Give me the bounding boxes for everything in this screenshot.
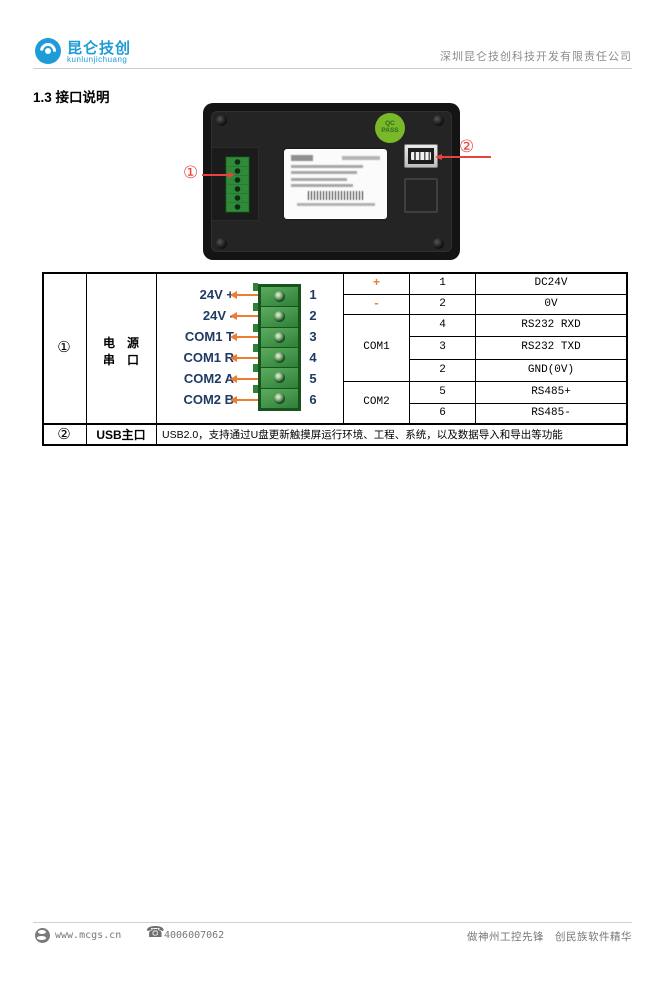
com1-cell: COM1 (363, 341, 390, 353)
grid-line (42, 272, 628, 274)
pin-label: COM2 B (183, 392, 234, 407)
callout-1-line (202, 171, 235, 178)
company-name: 深圳昆仑技创科技开发有限责任公司 (440, 51, 632, 63)
grid-line (343, 294, 628, 295)
pin-label: COM1 R (183, 350, 234, 365)
arrow-icon (230, 291, 258, 299)
desc-cell: GND(0V) (527, 364, 575, 376)
screw-icon (433, 238, 444, 249)
grid-line (409, 359, 628, 360)
pin-number: 3 (309, 329, 317, 344)
qc-pass-text: PASS (381, 127, 399, 134)
grid-line (343, 381, 628, 382)
barcode (307, 191, 364, 200)
pin-cell: 2 (439, 364, 446, 376)
desc-cell: 0V (544, 298, 558, 310)
footer-divider (33, 922, 632, 923)
grid-line (343, 314, 628, 315)
qc-pass-sticker: QC PASS (375, 113, 405, 143)
arrow-icon (230, 396, 258, 404)
desc-cell: DC24V (534, 277, 568, 289)
pin-cell: 3 (439, 341, 446, 353)
website-text: www.mcgs.cn (55, 930, 122, 941)
row1-index: ① (57, 339, 71, 356)
globe-icon (35, 928, 50, 943)
com2-cell: COM2 (363, 396, 390, 408)
arrow-icon (230, 375, 258, 383)
grid-line (86, 272, 87, 446)
logo-icon (35, 38, 61, 64)
arrow-icon (230, 354, 258, 362)
arrow-icon (230, 312, 258, 320)
screw-icon (216, 238, 227, 249)
usb-port (404, 144, 438, 168)
pin-label: 24V - (202, 308, 234, 323)
pin-label: COM1 T (184, 329, 234, 344)
header-divider (33, 68, 632, 69)
arrow-icon (230, 333, 258, 341)
grid-line (409, 403, 628, 404)
grid-line (42, 423, 628, 425)
grid-line (409, 272, 410, 423)
product-label-content (291, 155, 380, 213)
pin-number: 6 (309, 392, 317, 407)
terminal-connector (225, 156, 250, 213)
grid-line (42, 444, 628, 446)
desc-cell: RS232 TXD (521, 341, 581, 353)
pin-cell: 6 (439, 407, 446, 419)
signal-cell: - (372, 297, 381, 311)
pin-number: 1 (309, 287, 317, 302)
callout-2-line (435, 153, 491, 160)
usb-row-name: USB主口 (96, 427, 146, 442)
interface-table: ① 电 源 串 口 24V + 24V - COM1 T COM1 R COM2… (42, 272, 628, 446)
grid-line (475, 272, 476, 423)
phone-icon: ☎ (146, 924, 165, 941)
desc-cell: RS232 RXD (521, 319, 581, 331)
screw-icon (433, 115, 444, 126)
pin-cell: 2 (439, 298, 446, 310)
row1-name-line2: 串 口 (102, 353, 139, 367)
terminal-block-graphic (253, 282, 301, 411)
grid-line (343, 272, 344, 423)
callout-2-label: ② (459, 137, 475, 156)
signal-cell: + (372, 276, 381, 290)
device-photo: QC PASS (203, 103, 460, 260)
usb-row-index: ② (57, 426, 71, 443)
pin-cell: 1 (439, 277, 446, 289)
screw-icon (216, 115, 227, 126)
pin-cell: 5 (439, 386, 446, 398)
pin-label: COM2 A (183, 371, 234, 386)
pin-number: 4 (309, 350, 317, 365)
pin-number: 2 (309, 308, 317, 323)
pin-number: 5 (309, 371, 317, 386)
phone-number: 4006007062 (164, 930, 225, 941)
qc-pass-text: QC (385, 120, 395, 128)
section-title: 1.3 接口说明 (33, 90, 110, 105)
row1-name: 电 源 串 口 (86, 334, 156, 370)
pin-cell: 4 (439, 319, 446, 331)
callout-1-label: ① (183, 163, 199, 182)
desc-cell: RS485+ (531, 386, 571, 398)
logo-title: 昆仑技创 (67, 40, 132, 57)
product-label (284, 149, 387, 219)
grid-line (42, 272, 44, 446)
sd-slot-outline (404, 178, 438, 213)
row1-name-line1: 电 源 (102, 336, 139, 350)
pin-label: 24V + (199, 287, 234, 302)
desc-cell: RS485- (531, 407, 571, 419)
grid-line (156, 272, 157, 446)
grid-line (409, 336, 628, 337)
footer-slogan: 做神州工控先锋 创民族软件精华 (467, 931, 632, 943)
logo-subtitle: kunlunjichuang (67, 55, 128, 64)
usb-row-desc: USB2.0，支持通过U盘更新触摸屏运行环境、工程、系统，以及数据导入和导出等功… (162, 429, 563, 441)
